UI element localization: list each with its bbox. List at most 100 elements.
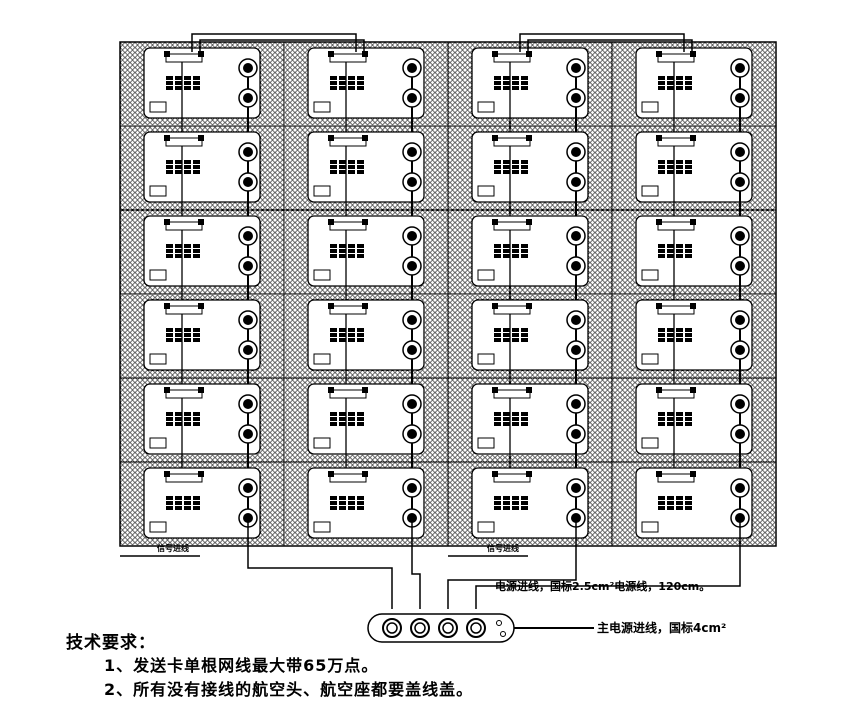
chip [330,76,337,80]
signal-loop [519,33,685,52]
socket-core [407,261,417,271]
chip [166,170,173,174]
socket-core [407,147,417,157]
cabinet [447,461,613,547]
chip [348,412,355,416]
chip [175,165,182,169]
chip [512,76,519,80]
chip [184,254,191,258]
chip [667,254,674,258]
chip [512,422,519,426]
chip [184,506,191,510]
chip [685,417,692,421]
socket-core [735,429,745,439]
indicator [500,631,506,637]
label-plate [477,269,495,281]
main-power-box [367,613,515,643]
receiving-card [471,383,589,455]
chip [348,501,355,505]
chip [512,249,519,253]
hub-connector [657,53,695,63]
chip [667,422,674,426]
rj45-port [526,135,532,141]
chip [166,338,173,342]
cabinet [119,209,285,311]
chip [175,86,182,90]
chip [503,338,510,342]
chip [512,333,519,337]
chip [512,496,519,500]
chip [494,333,501,337]
chip [184,417,191,421]
rj45-port [198,303,204,309]
chip [348,249,355,253]
requirement-item-2: 2、所有没有接线的航空头、航空座都要盖线盖。 [104,680,474,699]
cabinet [611,461,777,547]
label-plate [477,437,495,449]
chip [512,506,519,510]
chip [357,501,364,505]
chip [184,501,191,505]
label-plate [477,353,495,365]
chip [166,417,173,421]
cabinet-array [119,41,777,547]
chip [339,249,346,253]
chip [503,165,510,169]
chip [166,506,173,510]
chip [667,501,674,505]
cabinet [283,461,449,547]
chip [676,417,683,421]
socket-core [407,345,417,355]
chip [658,338,665,342]
socket-core [243,147,253,157]
rj45-port [656,471,662,477]
chip [193,249,200,253]
chip [667,244,674,248]
chip [330,170,337,174]
power-outlet-core [386,622,398,634]
chip [193,333,200,337]
rj45-port [198,219,204,225]
socket-core [243,315,253,325]
chip [357,412,364,416]
socket-core [407,231,417,241]
chip [503,422,510,426]
receiving-card [635,215,753,287]
chip [193,501,200,505]
chip [685,170,692,174]
rj45-port [656,51,662,57]
chip [685,412,692,416]
chip [184,338,191,342]
chip [339,338,346,342]
chip [521,86,528,90]
chip [175,249,182,253]
indicator [496,620,502,626]
chip [330,422,337,426]
chip [685,81,692,85]
chip [357,249,364,253]
socket-core [243,261,253,271]
chip [166,496,173,500]
chip [175,81,182,85]
chip [521,165,528,169]
hub-connector [329,305,367,315]
chip [667,412,674,416]
signal-loop [191,33,357,52]
chip [521,328,528,332]
chip [348,86,355,90]
chip [184,249,191,253]
chip [685,501,692,505]
chip [357,338,364,342]
hub-connector [329,53,367,63]
socket-core [243,345,253,355]
chip [339,86,346,90]
chip [166,86,173,90]
rj45-port [492,219,498,225]
cabinet [447,377,613,479]
rj45-port [526,303,532,309]
receiving-card [471,215,589,287]
chip [184,422,191,426]
chip [521,170,528,174]
chip [348,165,355,169]
label-plate [149,437,167,449]
